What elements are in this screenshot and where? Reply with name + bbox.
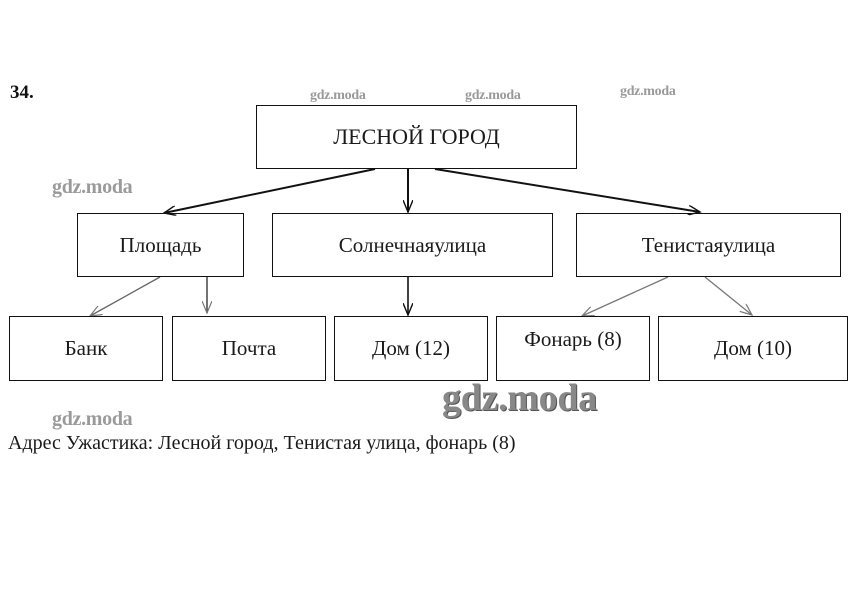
watermark: gdz.moda [620,84,676,99]
node-label: ЛЕСНОЙ ГОРОД [333,124,500,149]
node-label: Банк [64,336,108,360]
arrow-tenistaya-fonar [582,276,669,316]
watermark: gdz.moda [52,408,133,430]
arrow-root-tenistaya [434,168,700,212]
watermark: gdz.moda [442,377,597,419]
node-label: Тенистаяулица [641,232,776,257]
task-number: 34. [10,82,34,103]
node-label: Фонарь (8) [524,327,622,351]
node-solnechnaya: Солнечнаяулица [272,213,553,277]
node-dom12: Дом (12) [334,316,488,381]
node-pochta: Почта [172,316,326,381]
node-ploshad: Площадь [77,213,244,277]
arrow-ploshad-bank [90,276,161,316]
arrow-tenistaya-dom10 [704,276,752,315]
watermark: gdz.moda [465,88,521,103]
watermark: gdz.moda [310,88,366,103]
node-label: Солнечнаяулица [338,232,487,257]
node-label: Дом (12) [372,336,450,360]
node-label: Площадь [119,232,202,257]
node-root: ЛЕСНОЙ ГОРОД [256,105,577,169]
watermark: gdz.moda [52,176,133,198]
node-tenistaya: Тенистаяулица [576,213,841,277]
node-label: Почта [221,336,277,360]
node-dom10: Дом (10) [658,316,848,381]
node-label: Дом (10) [714,336,792,360]
node-bank: Банк [9,316,163,381]
arrow-root-ploshad [164,168,376,213]
answer-caption: Адрес Ужастика: Лесной город, Тенистая у… [8,432,516,454]
node-fonar8: Фонарь (8) [496,316,650,381]
